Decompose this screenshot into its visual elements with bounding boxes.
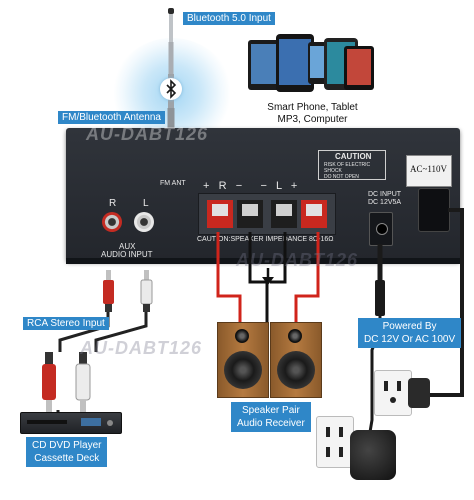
adapter-icon — [350, 430, 396, 480]
dc-plug — [375, 280, 385, 316]
caution-speaker-text: CAUTION:SPEAKER IMPEDANCE 8Ω-16Ω — [197, 236, 334, 243]
watermark-bottom: AU-DABT126 — [80, 338, 203, 358]
caution-text: RISK OF ELECTRIC SHOCK DO NOT OPEN — [324, 162, 371, 180]
plug-icon — [408, 378, 430, 408]
wall-outlet-lower-icon — [316, 416, 354, 468]
aux-label: AUX — [119, 242, 136, 251]
ac-tag-text: AC~110V — [410, 164, 448, 174]
ac-tag: AC~110V — [406, 155, 452, 187]
rca-plug-white-bottom — [74, 352, 92, 420]
watermark-top: AU-DABT126 — [86, 124, 209, 144]
bluetooth-icon — [160, 78, 182, 100]
speaker-label: Speaker Pair Audio Receiver — [231, 402, 311, 432]
speaker-terminals — [198, 193, 336, 235]
caution-box: CAUTION RISK OF ELECTRIC SHOCK DO NOT OP… — [318, 150, 386, 180]
aux-r-label: R — [109, 198, 117, 209]
rca-plug-white-top — [140, 270, 153, 312]
rca-plug-red-top — [102, 270, 115, 312]
device-images — [240, 32, 380, 100]
rca-jack-white — [134, 212, 154, 232]
caution-title: CAUTION — [335, 152, 372, 161]
rca-input-label: RCA Stereo Input — [23, 317, 109, 330]
dc-input-label: DC INPUT DC 12V5A — [368, 191, 402, 206]
bluetooth-input-label: Bluetooth 5.0 Input — [183, 12, 275, 25]
devices-label: Smart Phone, Tablet MP3, Computer — [267, 102, 358, 125]
aux-l-label: L — [143, 198, 149, 209]
aux-audio-input-label: AUDIO INPUT — [101, 250, 153, 259]
power-label: Powered By DC 12V Or AC 100V — [358, 318, 462, 348]
watermark-middle: AU-DABT126 — [236, 250, 359, 270]
speaker-terminal-signs: + R − − L + — [203, 180, 298, 192]
down-arrow-icon — [261, 268, 275, 286]
rca-jack-red — [102, 212, 122, 232]
ac-socket — [418, 188, 450, 232]
antenna-label: FM/Bluetooth Antenna — [58, 111, 165, 124]
player-label: CD DVD Player Cassette Deck — [26, 437, 108, 467]
aux-jacks: R L — [93, 198, 163, 243]
panel-bottom-edge — [66, 258, 460, 264]
speaker-left-icon — [217, 322, 269, 398]
wall-outlet-icon — [374, 370, 412, 416]
dc-jack — [369, 212, 393, 246]
speaker-right-icon — [270, 322, 322, 398]
fm-ant-label: FM ANT — [160, 180, 186, 187]
cd-player-icon — [20, 412, 122, 434]
rca-plug-red-bottom — [40, 352, 58, 420]
